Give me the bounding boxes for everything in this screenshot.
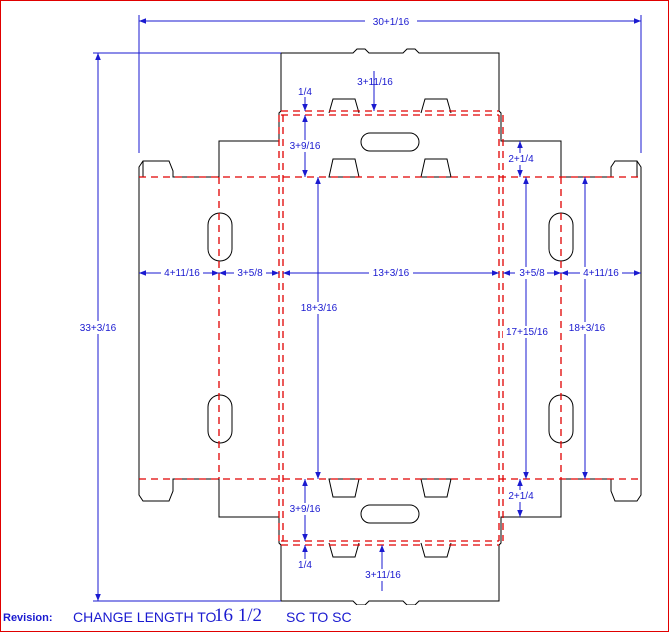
dim-right-bottom-tab: 2+1/4 [508, 491, 534, 502]
revision-label: Revision: [3, 612, 53, 624]
dim-top-small: 1/4 [298, 87, 312, 98]
dimension-labels: 30+1/16 33+3/16 3+11/16 1/4 3+9/16 3+9/1… [73, 14, 622, 581]
dim-right-side-panel: 3+5/8 [519, 268, 545, 279]
top-tab-outline [218, 110, 282, 177]
bottom-handle-hole [360, 504, 420, 524]
bottom-flap-outline [280, 545, 500, 606]
bottom-tab-outline [218, 479, 282, 546]
top-slot-2 [420, 98, 452, 114]
bottom-slot-1 [328, 478, 360, 498]
top-flap-outline [280, 48, 500, 111]
top-slot-1 [328, 98, 360, 114]
dim-bottom-small: 1/4 [298, 560, 312, 571]
revision-text-c: SC TO SC [286, 609, 352, 625]
bottom-right-tab-outline [498, 479, 562, 546]
dim-left-end-panel: 4+11/16 [164, 268, 200, 279]
revision-text-b: 16 1/2 [214, 605, 263, 626]
dim-bottom-flap: 3+11/16 [365, 570, 401, 581]
dim-left-side-panel: 3+5/8 [237, 268, 263, 279]
dim-overall-height: 33+3/16 [80, 323, 117, 334]
fold-lines [139, 110, 641, 546]
box-dieline-drawing: 30+1/16 33+3/16 3+11/16 1/4 3+9/16 3+9/1… [73, 14, 642, 606]
dim-top-tab: 3+9/16 [290, 141, 321, 152]
top-slot-4 [420, 158, 452, 178]
left-end-outline [138, 160, 219, 502]
revision-text-a: CHANGE LENGTH TO [73, 609, 217, 625]
top-right-tab-outline [498, 110, 562, 177]
dim-right-inner-height: 17+15/16 [506, 327, 548, 338]
dim-center-height: 18+3/16 [301, 303, 338, 314]
dim-right-top-tab: 2+1/4 [508, 154, 534, 165]
top-slot-3 [328, 158, 360, 178]
dim-overall-width: 30+1/16 [373, 17, 410, 28]
dim-top-flap: 3+11/16 [357, 77, 393, 88]
dim-right-end-height: 18+3/16 [569, 323, 606, 334]
top-handle-hole [360, 132, 420, 152]
dim-bottom-tab: 3+9/16 [290, 504, 321, 515]
right-end-outline [561, 160, 642, 502]
dimension-lines [93, 15, 642, 602]
bottom-slot-3 [328, 542, 360, 558]
left-bottom-handle-hole [207, 394, 233, 444]
bottom-slot-4 [420, 542, 452, 558]
revision-note: Revision: CHANGE LENGTH TO 16 1/2 SC TO … [3, 605, 663, 627]
bottom-slot-2 [420, 478, 452, 498]
dim-center-panel: 13+3/16 [373, 268, 410, 279]
dim-right-end-panel: 4+11/16 [583, 268, 619, 279]
left-top-handle-hole [207, 212, 233, 262]
